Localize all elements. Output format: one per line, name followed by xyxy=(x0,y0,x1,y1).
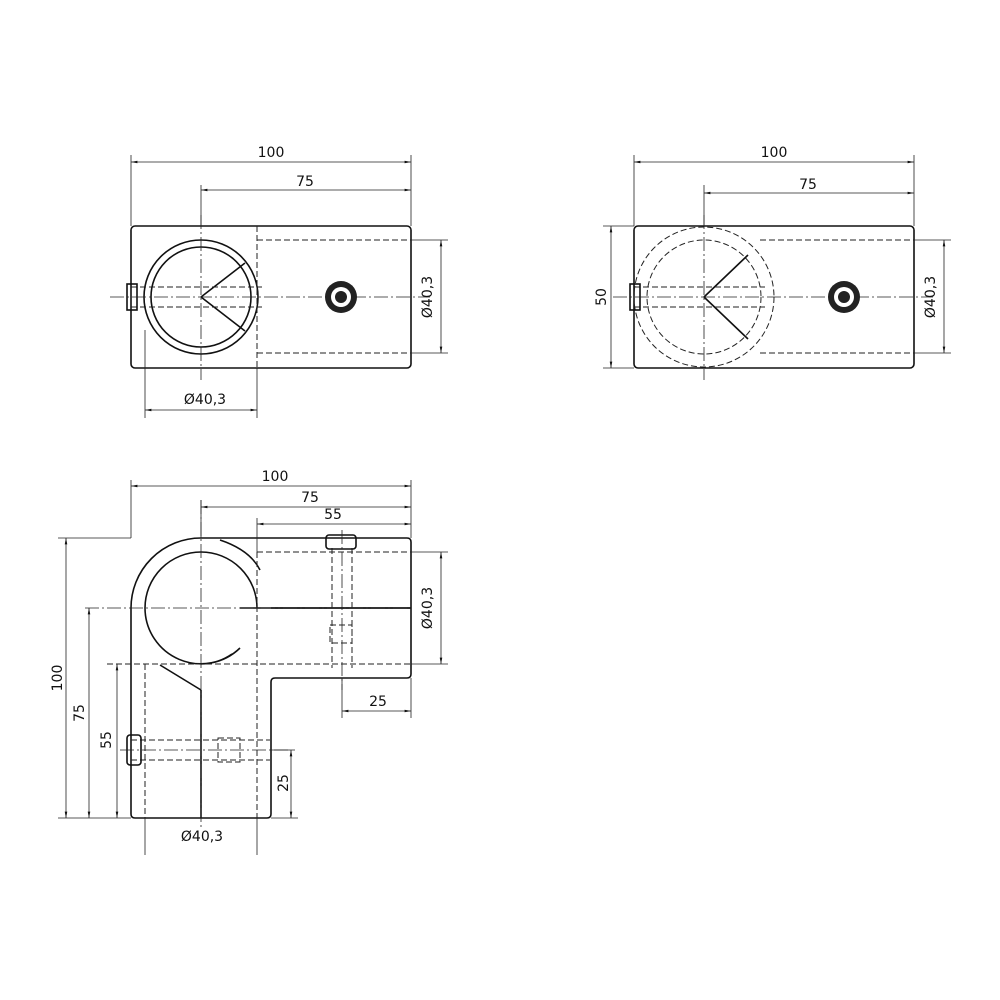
dim-25-arm: 25 xyxy=(369,694,387,710)
dim-bore-horizontal: Ø40,3 xyxy=(184,392,226,408)
screw-head-top xyxy=(325,534,357,550)
side-view: 100 75 50 Ø40,3 xyxy=(594,145,951,380)
dim-75: 75 xyxy=(296,174,314,190)
extension-lines xyxy=(603,155,915,369)
center-lines xyxy=(613,215,933,380)
body-outline xyxy=(130,537,412,819)
dim-75-v: 75 xyxy=(72,704,88,722)
dim-bore-bottom: Ø40,3 xyxy=(181,829,223,845)
hidden-bore xyxy=(760,239,914,354)
dim-75: 75 xyxy=(301,490,319,506)
dim-bore-vertical: Ø40,3 xyxy=(420,276,436,318)
hidden-screw xyxy=(634,286,765,308)
dim-100-v: 100 xyxy=(50,665,66,692)
dim-75: 75 xyxy=(799,177,817,193)
bolt-icon xyxy=(828,281,860,313)
dim-100: 100 xyxy=(761,145,788,161)
dim-100: 100 xyxy=(262,469,289,485)
slot-lines xyxy=(159,539,411,691)
top-view: 100 75 55 Ø40,3 25 100 75 55 25 Ø40,3 xyxy=(50,469,448,855)
center-lines xyxy=(85,500,411,830)
center-lines xyxy=(110,215,430,380)
extension-lines xyxy=(58,480,412,819)
dim-100: 100 xyxy=(258,145,285,161)
dim-bore-right: Ø40,3 xyxy=(420,587,436,629)
nut-top xyxy=(329,624,353,644)
dim-50: 50 xyxy=(594,288,610,306)
hidden-bore xyxy=(256,226,411,368)
bore-inner-bottom xyxy=(144,607,241,665)
dim-55: 55 xyxy=(324,507,342,523)
hidden-bores xyxy=(107,551,411,818)
hidden-screws xyxy=(131,548,353,761)
body-outline xyxy=(130,225,412,369)
split-line xyxy=(200,607,411,818)
extension-lines-bottom xyxy=(144,817,298,855)
nut-left xyxy=(217,737,241,763)
dim-25-leg: 25 xyxy=(276,774,292,792)
slot-lines xyxy=(703,254,749,340)
front-view: 100 75 Ø40,3 Ø40,3 xyxy=(110,145,448,418)
hidden-screw xyxy=(131,286,262,308)
extension-lines xyxy=(130,155,412,226)
bolt-icon xyxy=(325,281,357,313)
dim-55-v: 55 xyxy=(99,731,115,749)
dim-bore-vertical: Ø40,3 xyxy=(923,276,939,318)
hidden-bore-outer xyxy=(646,239,762,355)
slot-lines xyxy=(200,262,246,332)
